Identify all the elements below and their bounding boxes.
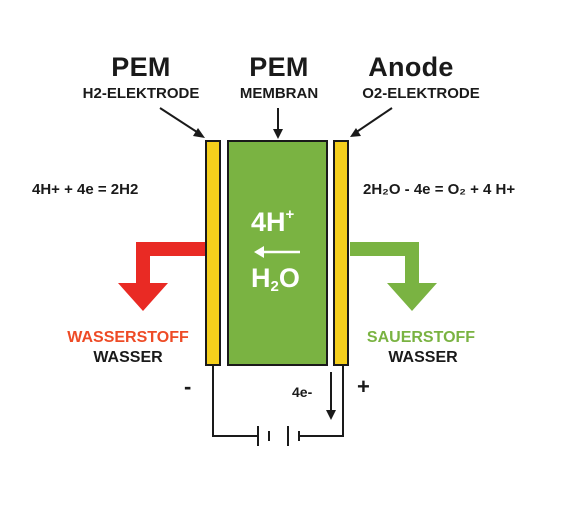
proton-label-charge: + — [285, 206, 295, 223]
proton-flow-arrow — [254, 246, 300, 258]
oxygen-output-label: SAUERSTOFF — [366, 329, 476, 346]
h2-electrode — [205, 140, 221, 366]
left-header-subtitle: H2-ELEKTRODE — [82, 85, 200, 102]
oxygen-output-arrow — [350, 242, 437, 311]
proton-label: 4H+ — [251, 206, 295, 237]
electron-count-label: 4e- — [292, 384, 313, 400]
hydrogen-output-arrow — [118, 242, 206, 311]
anode-equation: 2H₂O - 4e = O₂ + 4 H+ — [363, 181, 516, 198]
electron-flow-arrow — [326, 372, 336, 420]
negative-terminal-sign: - — [184, 374, 192, 399]
header-pointer-arrows — [159, 107, 393, 139]
water-label-h: H — [251, 263, 271, 293]
positive-terminal-sign: + — [357, 374, 370, 399]
left-header-title: PEM — [111, 52, 171, 82]
right-header-title: Anode — [368, 52, 454, 82]
cathode-equation: 4H+ + 4e = 2H2 — [32, 181, 139, 198]
water-label: H2O — [251, 263, 300, 295]
water-label-subscript: 2 — [270, 278, 279, 295]
left-water-label: WASSER — [93, 349, 163, 366]
proton-label-base: 4H — [251, 207, 286, 237]
middle-header-subtitle: MEMBRAN — [239, 85, 319, 102]
external-circuit — [212, 365, 344, 446]
o2-electrode — [333, 140, 349, 366]
right-water-label: WASSER — [388, 349, 458, 366]
hydrogen-output-label: WASSERSTOFF — [67, 329, 189, 346]
middle-header-title: PEM — [249, 52, 309, 82]
right-header-subtitle: O2-ELEKTRODE — [362, 85, 480, 102]
water-label-o: O — [278, 263, 300, 293]
